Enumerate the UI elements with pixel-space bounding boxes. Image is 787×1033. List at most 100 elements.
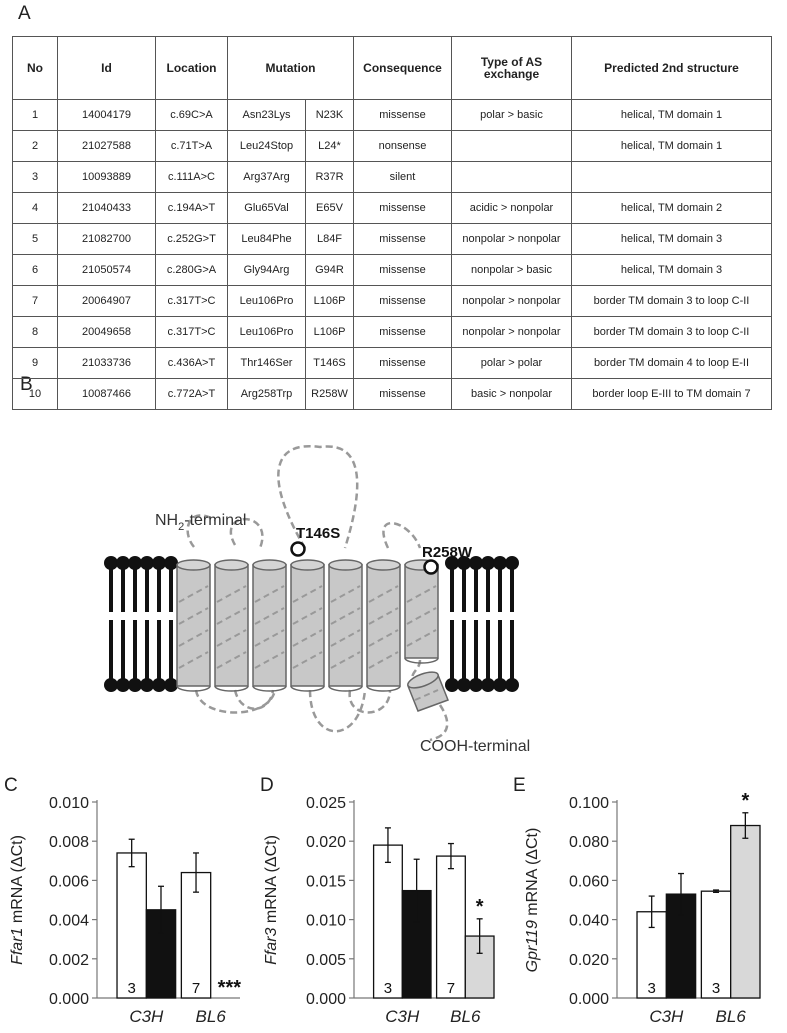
- y-tick-label: 0.010: [49, 795, 89, 812]
- table-cell-aa-long: Arg258Trp: [227, 378, 306, 410]
- n-label: 3: [648, 980, 656, 997]
- table-cell-aa-short: N23K: [305, 99, 354, 131]
- y-tick-label: 0.000: [306, 991, 346, 1008]
- table-cell-type: nonpolar > basic: [451, 254, 572, 286]
- table-cell-aa-short: L106P: [305, 316, 354, 348]
- loop-e2: [277, 444, 359, 549]
- table-cell-aa-short: G94R: [305, 254, 354, 286]
- significance-marker: *: [476, 896, 484, 918]
- x-tick-label: BL6: [196, 1007, 227, 1026]
- loop-c4: [348, 689, 392, 714]
- y-tick-label: 0.020: [306, 834, 346, 851]
- significance-marker: ***: [218, 977, 242, 999]
- y-tick-label: 0.004: [49, 913, 89, 930]
- table-cell-aa-short: R37R: [305, 161, 354, 193]
- cooh-helix: [407, 671, 449, 712]
- tm-helix-2: [214, 559, 249, 692]
- table-cell-consequence: missense: [353, 223, 452, 255]
- header-consequence: Consequence: [353, 36, 452, 100]
- panel-label-c: C: [4, 775, 18, 796]
- x-tick-label: C3H: [385, 1007, 420, 1026]
- y-axis-label: Ffar1 mRNA (ΔCt): [9, 835, 26, 965]
- table-cell-type: acidic > nonpolar: [451, 192, 572, 224]
- loop-e1: [229, 517, 264, 549]
- panel-label-e: E: [513, 775, 526, 796]
- n-label: 7: [447, 980, 455, 997]
- table-cell-aa-short: L24*: [305, 130, 354, 162]
- table-cell-type: nonpolar > nonpolar: [451, 223, 572, 255]
- y-axis-label: Gpr119 mRNA (ΔCt): [524, 828, 541, 973]
- y-tick-label: 0.000: [569, 991, 609, 1008]
- y-tick-label: 0.010: [306, 913, 346, 930]
- table-header-row: No Id Location Mutation Consequence Type…: [12, 36, 772, 100]
- table-cell-aa-short: E65V: [305, 192, 354, 224]
- table-cell-type: nonpolar > nonpolar: [451, 316, 572, 348]
- table-cell-consequence: missense: [353, 254, 452, 286]
- y-axis-label: Ffar3 mRNA (ΔCt): [263, 835, 280, 965]
- bar-bl6-mut: [730, 824, 761, 999]
- nh2-terminal-loop: [186, 514, 216, 548]
- y-tick-label: 0.100: [569, 795, 609, 812]
- table-cell-type: basic > nonpolar: [451, 378, 572, 410]
- header-mutation: Mutation: [227, 36, 354, 100]
- table-cell-structure: helical, TM domain 3: [571, 223, 772, 255]
- table-cell-structure: border loop E-III to TM domain 7: [571, 378, 772, 410]
- tm-helix-1: [176, 559, 211, 692]
- table-cell-aa-long: Glu65Val: [227, 192, 306, 224]
- table-cell-aa-long: Thr146Ser: [227, 347, 306, 379]
- bar-c3h-wt: [116, 852, 147, 999]
- tm-helix-6: [366, 559, 401, 692]
- bar-c3h-wt: [372, 844, 403, 999]
- table-cell-id: 21082700: [57, 223, 156, 255]
- header-id: Id: [57, 36, 156, 100]
- cooh-terminal-label: COOH-terminal: [420, 738, 530, 755]
- x-tick-label: BL6: [450, 1007, 481, 1026]
- table-cell-consequence: missense: [353, 316, 452, 348]
- y-tick-label: 0.060: [569, 873, 609, 890]
- mutation-table: No Id Location Mutation Consequence Type…: [12, 36, 772, 410]
- loop-e3: [382, 521, 422, 549]
- table-cell-type: polar > basic: [451, 99, 572, 131]
- tm-helix-4: [290, 559, 325, 692]
- table-cell-no: 10: [12, 378, 58, 410]
- n-label: 3: [712, 980, 720, 997]
- tm-helix-5: [328, 559, 363, 692]
- table-cell-aa-long: Leu106Pro: [227, 316, 306, 348]
- lipid-bilayer-left: [104, 556, 178, 692]
- table-cell-no: 9: [12, 347, 58, 379]
- table-cell-no: 1: [12, 99, 58, 131]
- table-cell-structure: helical, TM domain 1: [571, 130, 772, 162]
- table-cell-id: 20049658: [57, 316, 156, 348]
- x-tick-label: C3H: [649, 1007, 684, 1026]
- significance-marker: *: [741, 790, 749, 812]
- table-cell-location: c.772A>T: [155, 378, 228, 410]
- y-tick-label: 0.006: [49, 873, 89, 890]
- table-cell-aa-long: Leu24Stop: [227, 130, 306, 162]
- x-tick-label: C3H: [129, 1007, 164, 1026]
- table-cell-no: 7: [12, 285, 58, 317]
- n-label: 3: [128, 980, 136, 997]
- y-tick-label: 0.015: [306, 873, 346, 890]
- table-cell-consequence: missense: [353, 378, 452, 410]
- table-cell-id: 21033736: [57, 347, 156, 379]
- bar-bl6-wt: [700, 890, 732, 999]
- n-label: 7: [192, 980, 200, 997]
- y-tick-label: 0.020: [569, 952, 609, 969]
- table-cell-no: 8: [12, 316, 58, 348]
- y-tick-label: 0.000: [49, 991, 89, 1008]
- table-cell-consequence: missense: [353, 99, 452, 131]
- table-cell-consequence: missense: [353, 347, 452, 379]
- loop-c3: [308, 689, 367, 733]
- bar-bl6-wt: [435, 855, 466, 999]
- mutation-label-r258w: R258W: [422, 544, 473, 561]
